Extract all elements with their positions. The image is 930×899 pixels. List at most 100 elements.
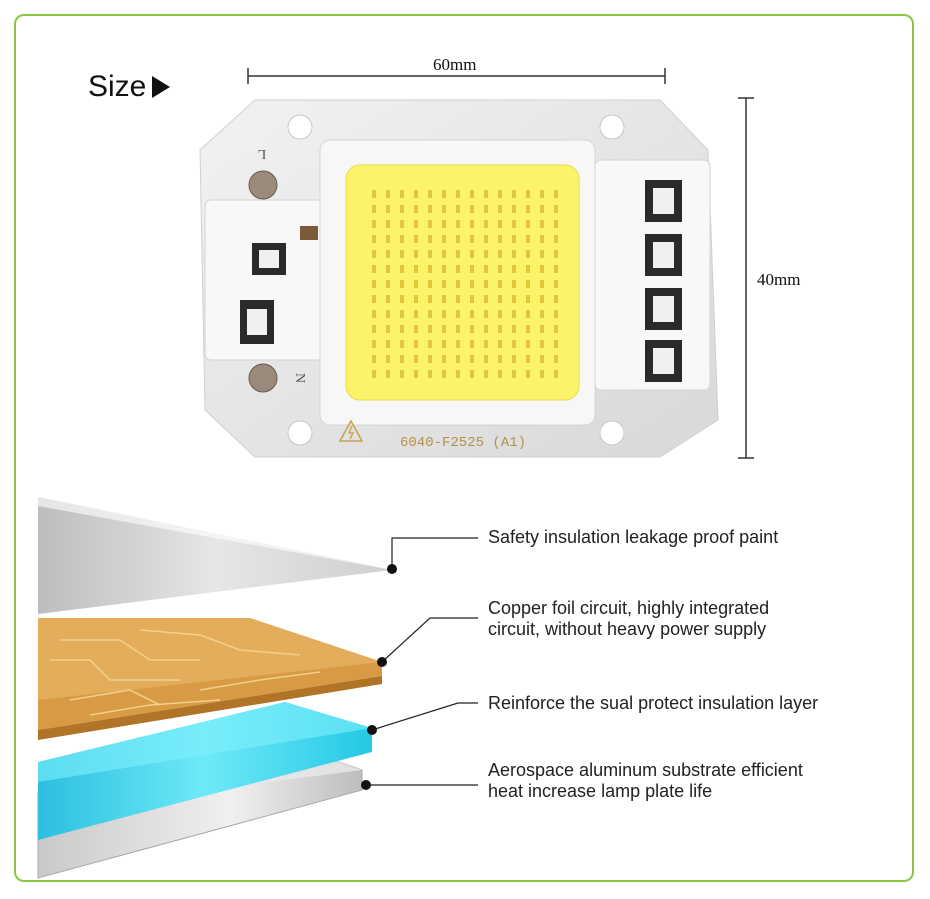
copper-trace <box>139 629 301 656</box>
led-die <box>456 220 460 228</box>
led-die <box>512 325 516 333</box>
led-die <box>540 310 544 318</box>
led-die <box>372 370 376 378</box>
led-die <box>442 370 446 378</box>
led-die <box>456 325 460 333</box>
led-die <box>470 250 474 258</box>
led-die <box>456 265 460 273</box>
led-die <box>456 205 460 213</box>
led-die <box>526 340 530 348</box>
led-die <box>372 220 376 228</box>
led-die <box>428 340 432 348</box>
led-die <box>400 280 404 288</box>
callout-line: circuit, without heavy power supply <box>488 619 767 639</box>
led-die <box>442 205 446 213</box>
led-die <box>372 250 376 258</box>
led-die <box>456 235 460 243</box>
layer-blue-insulation <box>38 702 372 840</box>
callout-line: Aerospace aluminum substrate efficient <box>488 760 803 780</box>
led-die <box>484 190 488 198</box>
led-die <box>554 190 558 198</box>
led-die <box>442 325 446 333</box>
led-die <box>442 265 446 273</box>
led-die <box>512 190 516 198</box>
led-die <box>386 370 390 378</box>
led-die <box>554 310 558 318</box>
led-die <box>512 205 516 213</box>
led-die <box>512 310 516 318</box>
led-die <box>526 325 530 333</box>
led-die <box>428 370 432 378</box>
led-die <box>372 340 376 348</box>
callout-dots <box>361 564 397 790</box>
pin-label-n: N <box>292 373 307 383</box>
led-die <box>526 205 530 213</box>
led-die <box>484 325 488 333</box>
led-die <box>442 340 446 348</box>
led-die <box>540 355 544 363</box>
led-die <box>386 295 390 303</box>
led-die <box>456 190 460 198</box>
led-die <box>540 220 544 228</box>
led-die <box>498 355 502 363</box>
callout-line: heat increase lamp plate life <box>488 781 713 801</box>
led-die <box>484 205 488 213</box>
led-die <box>386 265 390 273</box>
led-die <box>540 235 544 243</box>
led-die <box>372 235 376 243</box>
led-die <box>414 220 418 228</box>
led-die <box>442 220 446 228</box>
led-die <box>386 220 390 228</box>
led-grid <box>372 190 558 378</box>
led-die <box>442 355 446 363</box>
led-die <box>554 205 558 213</box>
led-die <box>470 370 474 378</box>
led-die <box>400 235 404 243</box>
led-die <box>470 310 474 318</box>
led-die <box>554 370 558 378</box>
led-die <box>428 220 432 228</box>
led-die <box>526 370 530 378</box>
led-die <box>428 265 432 273</box>
led-die <box>470 205 474 213</box>
led-die <box>456 340 460 348</box>
led-die <box>498 280 502 288</box>
led-die <box>400 340 404 348</box>
led-die <box>484 295 488 303</box>
led-die <box>372 265 376 273</box>
led-die <box>456 295 460 303</box>
led-die <box>400 205 404 213</box>
led-die <box>526 265 530 273</box>
copper-trace <box>199 671 321 691</box>
led-die <box>428 235 432 243</box>
led-die <box>498 190 502 198</box>
led-die <box>540 265 544 273</box>
led-die <box>554 265 558 273</box>
led-die <box>428 325 432 333</box>
led-die <box>442 250 446 258</box>
led-die <box>414 355 418 363</box>
height-dimension-line <box>738 97 754 459</box>
led-die <box>512 340 516 348</box>
led-die <box>470 355 474 363</box>
led-die <box>386 340 390 348</box>
led-die <box>470 340 474 348</box>
led-die <box>498 205 502 213</box>
led-die <box>484 280 488 288</box>
led-die <box>512 370 516 378</box>
led-die <box>526 280 530 288</box>
width-dimension-label: 60mm <box>433 55 477 74</box>
led-die <box>540 280 544 288</box>
led-die <box>372 295 376 303</box>
copper-trace <box>69 689 161 706</box>
play-arrow-icon <box>152 76 171 98</box>
led-die <box>512 280 516 288</box>
led-die <box>414 250 418 258</box>
led-die <box>400 250 404 258</box>
led-die <box>442 190 446 198</box>
led-die <box>428 190 432 198</box>
led-die <box>540 370 544 378</box>
chip-marking: 6040-F2525 (A1) <box>400 435 526 451</box>
led-die <box>512 250 516 258</box>
